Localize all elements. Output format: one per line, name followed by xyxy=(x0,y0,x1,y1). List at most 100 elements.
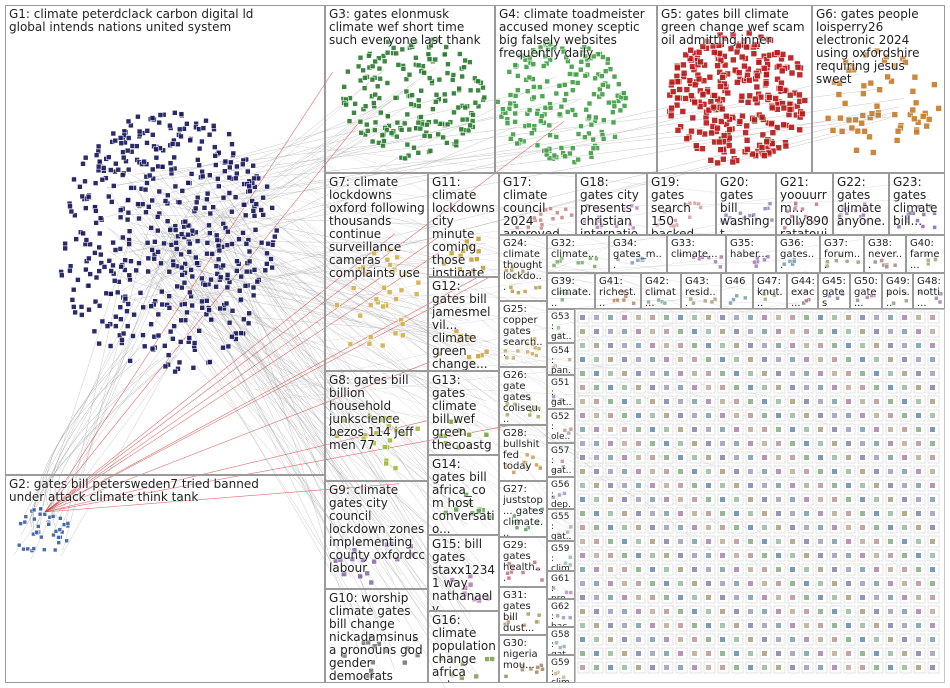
node-g27 xyxy=(540,507,545,512)
node-g11 xyxy=(441,260,447,267)
node-g20 xyxy=(723,212,729,218)
node-g4 xyxy=(583,106,590,113)
group-box-g11: G11: climate lockdowns city minute comin… xyxy=(428,173,499,277)
node-g30 xyxy=(503,674,509,679)
node-g1 xyxy=(113,323,119,329)
group-label-g62: G61: pro... xyxy=(551,574,572,599)
node-g5 xyxy=(743,137,751,144)
node-g1 xyxy=(168,166,175,173)
edge-line xyxy=(223,251,494,432)
node-g1 xyxy=(126,272,133,279)
node-g1 xyxy=(148,321,154,328)
node-g1 xyxy=(149,197,155,204)
node-g1 xyxy=(220,262,226,269)
node-g5 xyxy=(715,42,723,49)
node-g6 xyxy=(873,102,881,110)
node-g1 xyxy=(234,267,240,274)
group-box-g37: G37: forum... xyxy=(820,235,864,273)
node-g3 xyxy=(343,101,349,108)
grid-node xyxy=(580,483,585,488)
node-g5 xyxy=(758,144,766,151)
node-g23 xyxy=(896,224,902,230)
node-g1 xyxy=(124,323,131,329)
node-g5 xyxy=(726,126,734,133)
node-g5 xyxy=(689,114,697,122)
group-box-g32: G32: climate... xyxy=(547,235,609,273)
node-g3 xyxy=(381,138,387,144)
node-g28 xyxy=(530,455,536,460)
node-g19 xyxy=(654,222,660,228)
node-g1 xyxy=(246,310,252,317)
group-label-g63: G62: bac... xyxy=(551,602,571,627)
node-g19 xyxy=(687,200,693,206)
node-g5 xyxy=(715,138,723,146)
node-g1 xyxy=(175,141,181,148)
node-g1 xyxy=(122,295,129,302)
node-g1 xyxy=(96,340,102,347)
node-g33 xyxy=(691,254,696,260)
node-g9 xyxy=(349,556,356,562)
node-g1 xyxy=(78,304,85,310)
node-g6 xyxy=(842,58,849,66)
node-g1 xyxy=(144,240,151,246)
group-box-g57: G57: gat... xyxy=(547,443,575,477)
node-g1 xyxy=(241,316,247,323)
node-g1 xyxy=(222,168,228,174)
node-g59 xyxy=(553,671,558,676)
node-g5 xyxy=(762,79,770,87)
node-g6 xyxy=(869,149,877,156)
node-g36 xyxy=(791,259,797,264)
node-g1 xyxy=(156,188,163,195)
node-g4 xyxy=(553,134,560,140)
group-box-g10: G10: worship climate gates bill change n… xyxy=(325,589,428,683)
node-g23 xyxy=(905,216,911,221)
group-box-g7: G7: climate lockdowns oxford following t… xyxy=(325,173,428,371)
node-g1 xyxy=(120,330,127,337)
node-g61 xyxy=(567,562,573,568)
group-box-g14: G14: gates bill africa_com host conversa… xyxy=(428,455,499,535)
node-g1 xyxy=(182,301,188,307)
node-g1 xyxy=(268,256,274,262)
node-g1 xyxy=(125,197,131,203)
node-g3 xyxy=(395,62,402,68)
node-g1 xyxy=(175,365,181,372)
node-g3 xyxy=(366,52,372,59)
node-g1 xyxy=(131,311,137,318)
node-g1 xyxy=(106,193,112,200)
node-g2 xyxy=(38,534,44,540)
node-g4 xyxy=(523,64,530,70)
node-g35 xyxy=(749,252,754,257)
node-g1 xyxy=(252,227,259,233)
node-g5 xyxy=(751,116,758,124)
node-g47 xyxy=(763,296,768,302)
edge-line xyxy=(154,98,905,207)
node-g10 xyxy=(401,659,408,666)
node-g17 xyxy=(550,216,556,221)
node-g1 xyxy=(71,304,77,310)
node-g5 xyxy=(714,124,721,132)
node-g1 xyxy=(115,166,122,173)
node-g4 xyxy=(590,145,597,152)
node-g5 xyxy=(688,92,695,99)
node-g29 xyxy=(520,570,526,575)
node-g1 xyxy=(264,183,270,190)
node-g14 xyxy=(469,510,476,517)
node-g2 xyxy=(52,547,58,553)
node-g8 xyxy=(387,437,393,444)
node-g1 xyxy=(161,240,167,247)
node-g1 xyxy=(188,267,194,273)
node-g11 xyxy=(467,243,473,250)
node-g7 xyxy=(386,289,393,296)
edge-line xyxy=(317,293,800,304)
node-g1 xyxy=(263,261,270,267)
edge-line-red xyxy=(44,425,509,513)
node-g4 xyxy=(528,130,535,136)
group-box-g56: G56: dep... xyxy=(547,477,575,509)
node-g1 xyxy=(166,268,173,275)
node-g24 xyxy=(504,268,509,273)
node-g1 xyxy=(85,282,92,289)
node-g5 xyxy=(735,69,743,76)
group-label-g37: G37: forum... xyxy=(824,238,861,271)
group-box-g21: G21: yoouurrm... rolly890 ratatouil... xyxy=(776,173,833,235)
node-g1 xyxy=(96,244,102,251)
